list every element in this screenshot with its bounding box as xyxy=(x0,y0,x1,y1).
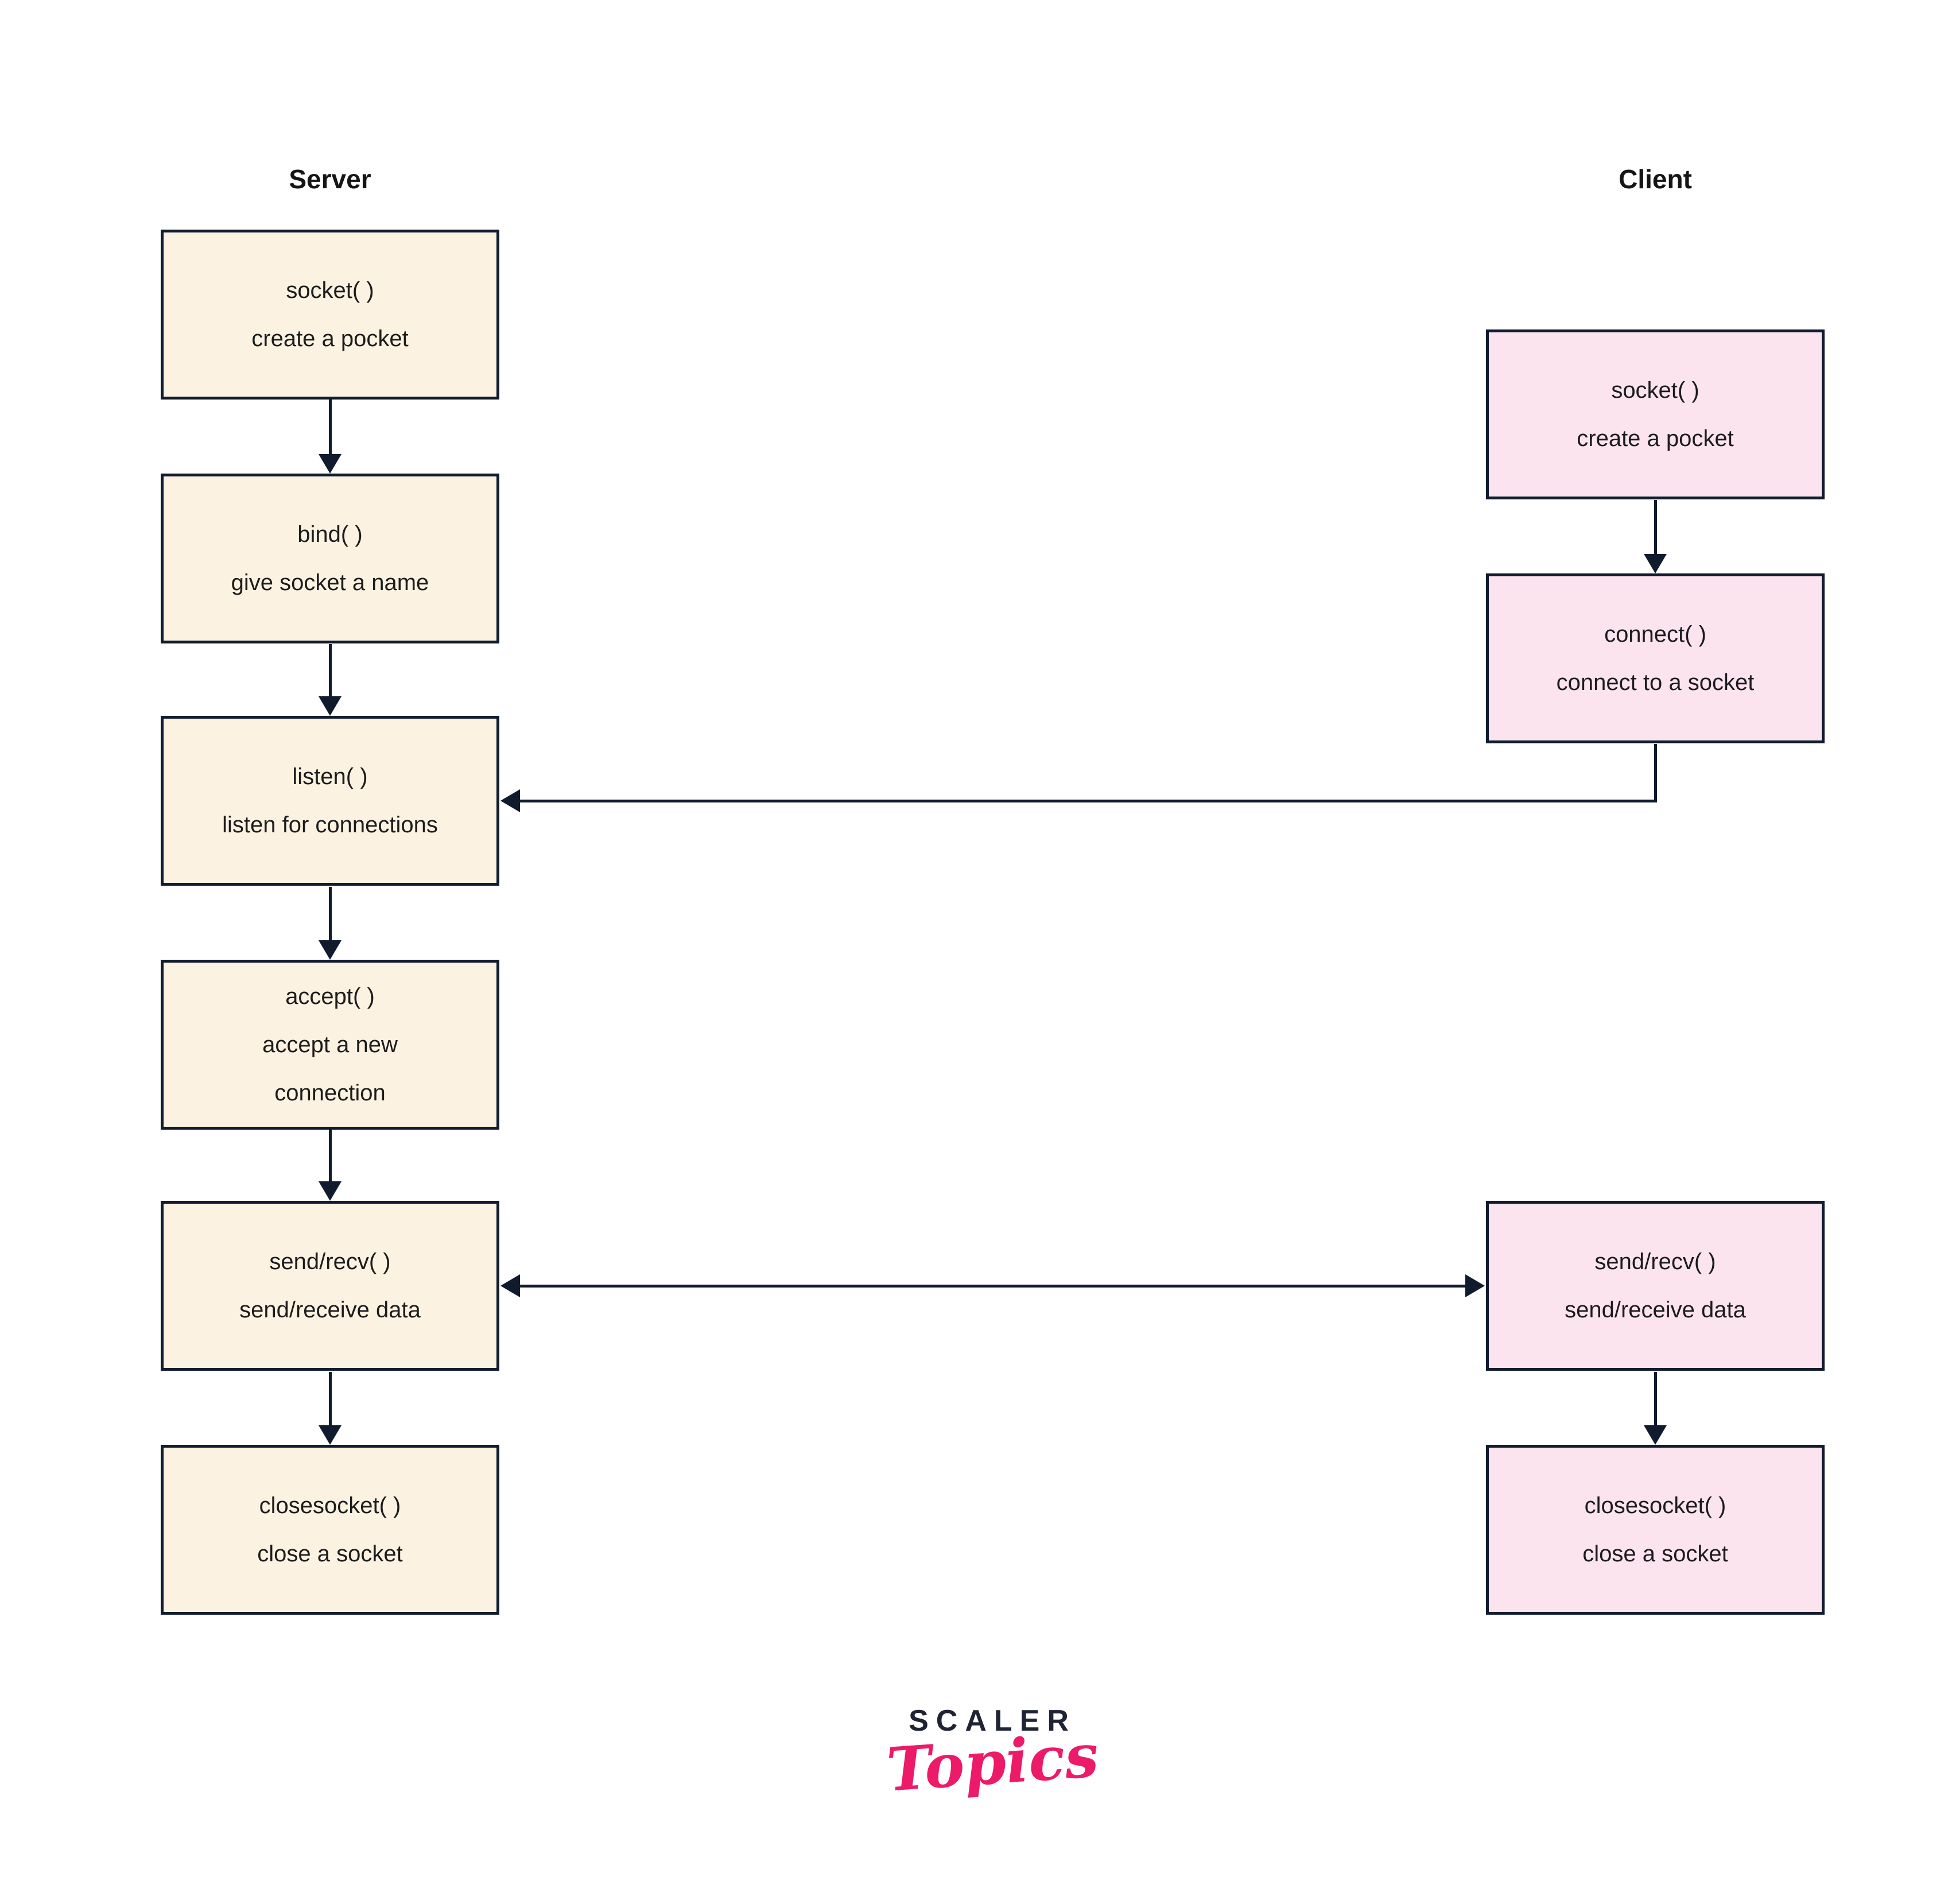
box-title: closesocket( ) xyxy=(1584,1493,1726,1518)
logo-scaler-text: SCALER xyxy=(909,1704,1076,1738)
client-box-socket: socket( ) create a pocket xyxy=(1486,329,1825,499)
client-column-heading: Client xyxy=(1619,164,1692,194)
box-title: listen( ) xyxy=(292,764,368,789)
client-box-closesocket: closesocket( ) close a socket xyxy=(1486,1445,1825,1615)
logo-topics-text: Topics xyxy=(884,1720,1101,1805)
box-title: accept( ) xyxy=(285,984,375,1009)
server-box-bind: bind( ) give socket a name xyxy=(161,474,499,643)
server-box-send-recv: send/recv( ) send/receive data xyxy=(161,1201,499,1371)
server-column-heading: Server xyxy=(289,164,371,194)
box-title: socket( ) xyxy=(286,278,374,303)
box-desc: create a pocket xyxy=(1577,426,1734,451)
server-box-listen: listen( ) listen for connections xyxy=(161,716,499,886)
box-title: send/recv( ) xyxy=(269,1249,391,1274)
box-desc: give socket a name xyxy=(231,570,429,595)
client-box-send-recv: send/recv( ) send/receive data xyxy=(1486,1201,1825,1371)
box-title: bind( ) xyxy=(297,522,363,547)
box-desc: send/receive data xyxy=(239,1297,421,1323)
box-desc: listen for connections xyxy=(222,812,438,837)
box-title: socket( ) xyxy=(1611,378,1699,403)
box-desc: close a socket xyxy=(257,1541,403,1566)
box-title: connect( ) xyxy=(1604,622,1706,647)
client-box-connect: connect( ) connect to a socket xyxy=(1486,573,1825,743)
server-box-socket: socket( ) create a pocket xyxy=(161,230,499,400)
server-box-accept: accept( ) accept a new connection xyxy=(161,960,499,1130)
box-desc: create a pocket xyxy=(251,326,409,351)
box-title: send/recv( ) xyxy=(1594,1249,1716,1274)
box-title: closesocket( ) xyxy=(259,1493,401,1518)
box-desc: accept a new connection xyxy=(262,1032,398,1106)
box-desc: connect to a socket xyxy=(1556,670,1755,695)
box-desc: close a socket xyxy=(1582,1541,1728,1566)
box-desc: send/receive data xyxy=(1565,1297,1746,1323)
scaler-topics-logo: SCALER Topics xyxy=(878,1704,1107,1805)
server-box-closesocket: closesocket( ) close a socket xyxy=(161,1445,499,1615)
